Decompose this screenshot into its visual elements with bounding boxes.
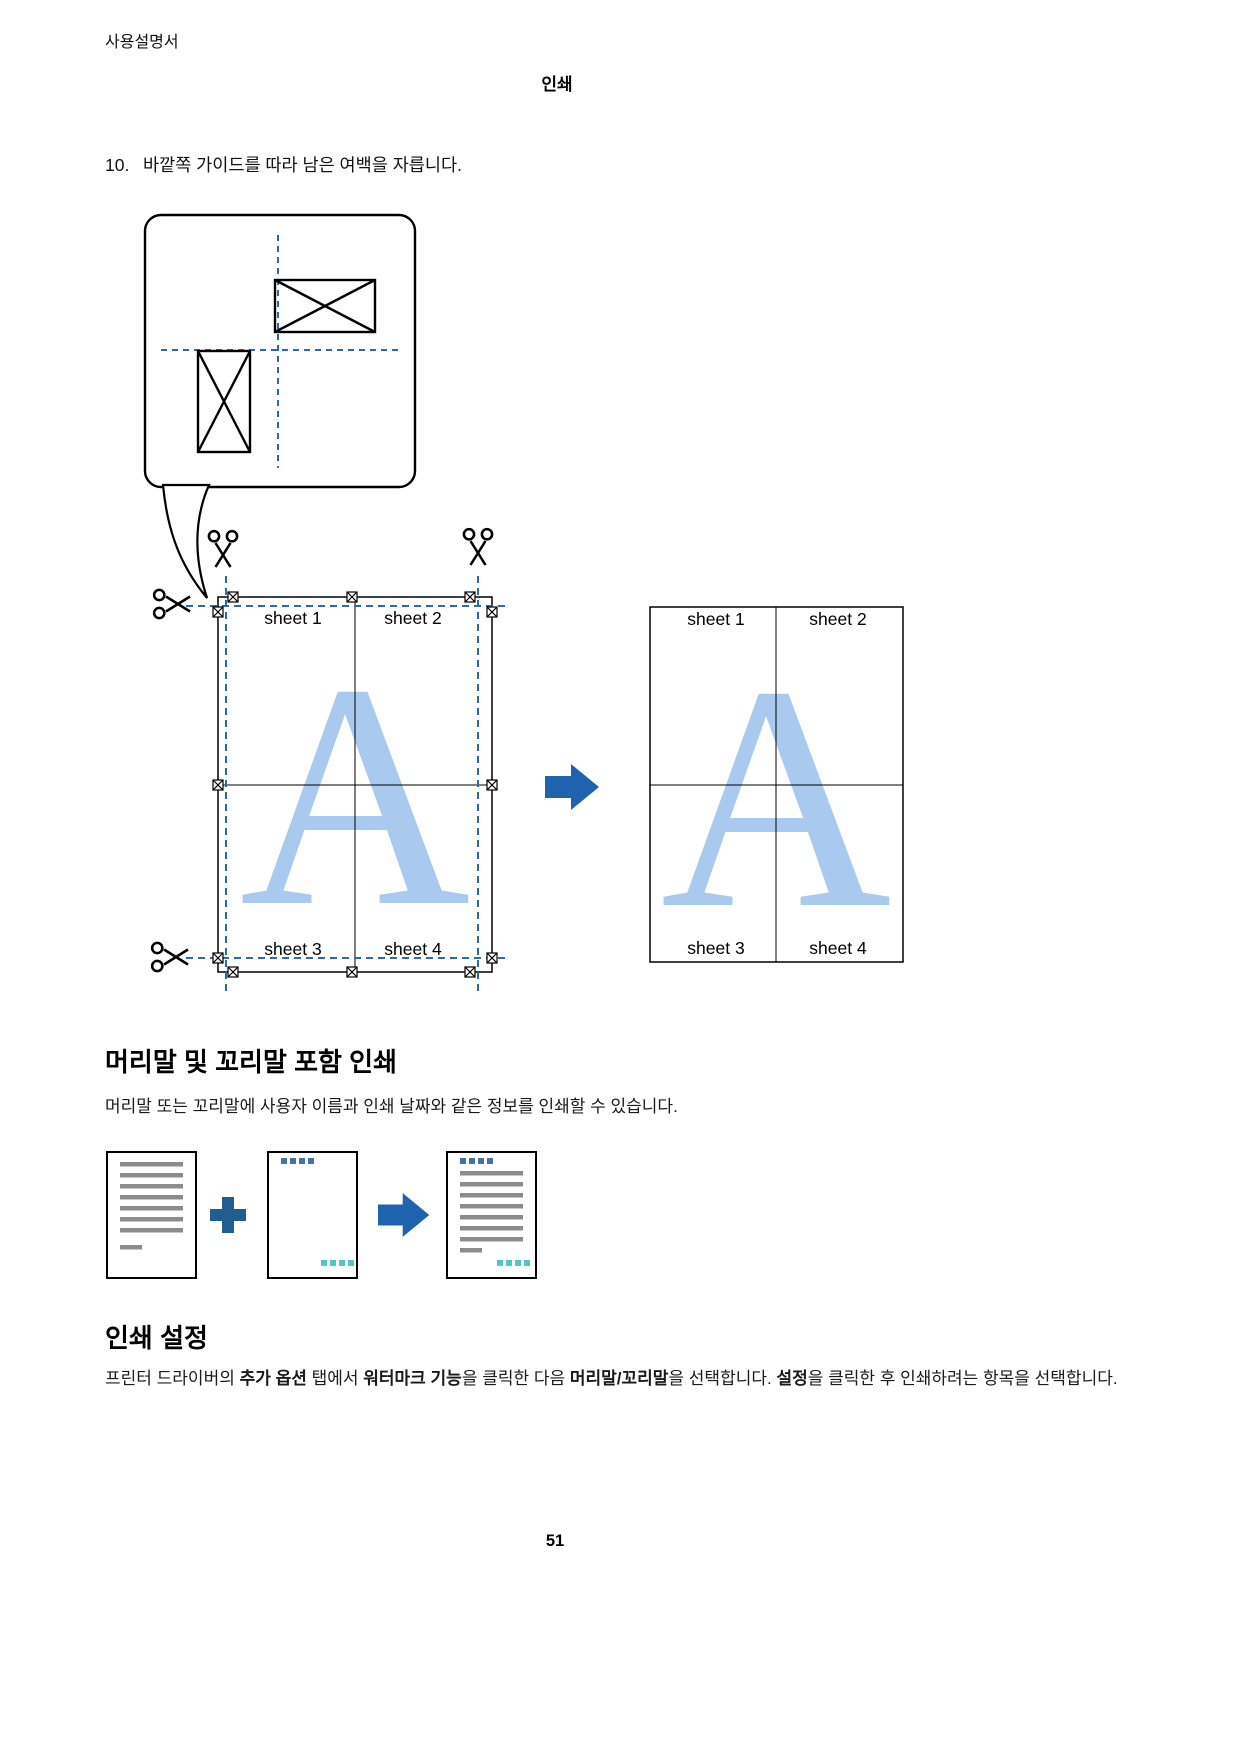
document-page-plain [106, 1151, 197, 1279]
body-text-bold: 추가 옵션 [239, 1369, 307, 1388]
sheet-label: sheet 1 [687, 609, 744, 629]
plus-icon [210, 1197, 246, 1233]
section-body-print-settings: 프린터 드라이버의 추가 옵션 탭에서 워터마크 기능을 클릭한 다음 머리말/… [105, 1366, 1140, 1392]
section-title-print-settings: 인쇄 설정 [105, 1323, 208, 1353]
body-text-bold: 설정 [776, 1369, 808, 1388]
crossed-box-portrait [196, 349, 252, 454]
sheet-label: sheet 2 [809, 609, 866, 629]
scissors-icon [150, 941, 190, 973]
body-text: 을 클릭한 다음 [461, 1369, 570, 1388]
sheet-label: sheet 3 [264, 939, 321, 959]
merge-arrow-icon [545, 764, 599, 810]
body-text-bold: 머리말/꼬리말 [569, 1369, 669, 1388]
poster-assembly-diagram: A sheet 1 sheet 2 sheet 3 sheet 4 [143, 213, 904, 994]
body-text: 을 선택합니다. [668, 1369, 777, 1388]
sheet-grid-with-cut-lines: A sheet 1 sheet 2 sheet 3 sheet 4 [150, 527, 507, 994]
doc-header-center: 인쇄 [541, 75, 573, 94]
crop-guide-callout [143, 213, 417, 599]
scissors-icon [152, 588, 192, 620]
body-text: 프린터 드라이버의 [105, 1369, 240, 1388]
assembled-poster: A sheet 1 sheet 2 sheet 3 sheet 4 [649, 606, 904, 975]
doc-header-left: 사용설명서 [105, 34, 179, 51]
step-10: 10. 바깥쪽 가이드를 따라 남은 여백을 자릅니다. [105, 152, 462, 177]
body-text: 탭에서 [306, 1369, 364, 1388]
document-page-with-header-footer [446, 1151, 537, 1279]
sheet-label: sheet 2 [384, 608, 441, 628]
section-body-header-footer-print: 머리말 또는 꼬리말에 사용자 이름과 인쇄 날짜와 같은 정보를 인쇄할 수 … [105, 1097, 678, 1116]
sheet-label: sheet 4 [809, 938, 867, 958]
body-text: 을 클릭한 후 인쇄하려는 항목을 선택합니다. [807, 1369, 1118, 1388]
scissors-icon [207, 529, 239, 569]
sheet-label: sheet 4 [384, 939, 442, 959]
sheet-label: sheet 3 [687, 938, 744, 958]
scissors-icon [462, 527, 494, 567]
body-text-bold: 워터마크 기능 [363, 1369, 462, 1388]
section-title-header-footer-print: 머리말 및 꼬리말 포함 인쇄 [105, 1047, 398, 1077]
sheet-label: sheet 1 [264, 608, 321, 628]
step-text: 바깥쪽 가이드를 따라 남은 여백을 자릅니다. [143, 155, 462, 175]
page-number: 51 [545, 1532, 565, 1550]
merge-arrow-icon [378, 1193, 430, 1237]
document-page-header-footer-marks [267, 1151, 358, 1279]
step-number: 10. [105, 155, 130, 175]
callout-tail [161, 483, 211, 599]
crossed-box-landscape [273, 278, 377, 334]
header-footer-diagram [106, 1151, 537, 1279]
